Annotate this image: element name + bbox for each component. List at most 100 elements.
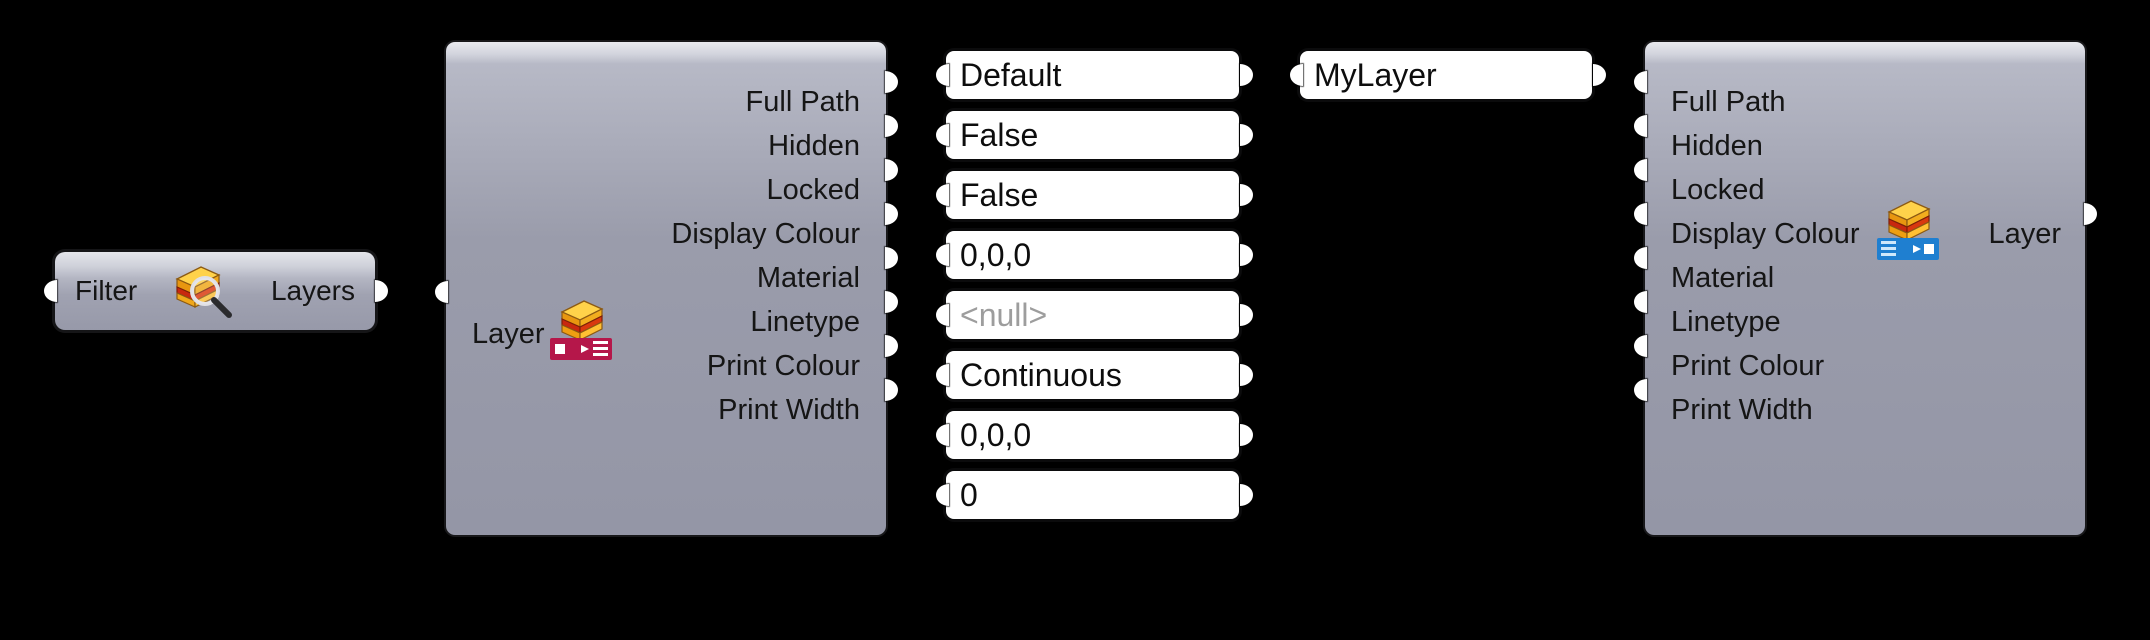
- port-in-panel-layer-name[interactable]: [1290, 64, 1303, 86]
- panel-locked[interactable]: False: [946, 171, 1239, 219]
- port-in-construct-material[interactable]: [1634, 247, 1647, 269]
- deconstruct-output-row: Locked: [446, 168, 886, 212]
- port-out-panel-linetype[interactable]: [1240, 364, 1253, 386]
- deconstruct-output-row: Print Colour: [446, 344, 886, 388]
- construct-input-label-hidden: Hidden: [1671, 129, 1763, 162]
- panel-value: <null>: [960, 297, 1048, 333]
- deconstruct-output-label-print-colour: Print Colour: [706, 349, 860, 382]
- construct-input-row: Locked: [1645, 168, 2085, 212]
- port-out-panel-hidden[interactable]: [1240, 124, 1253, 146]
- port-in-panel-display-colour[interactable]: [936, 244, 949, 266]
- deconstruct-output-label-linetype: Linetype: [750, 305, 860, 338]
- port-out-material[interactable]: [885, 247, 898, 269]
- construct-input-row: Full Path: [1645, 80, 2085, 124]
- port-in-construct-full-path[interactable]: [1634, 71, 1647, 93]
- deconstruct-output-label-print-width: Print Width: [718, 393, 860, 426]
- panel-hidden[interactable]: False: [946, 111, 1239, 159]
- port-out-panel-full-path[interactable]: [1240, 64, 1253, 86]
- port-out-panel-layer-name[interactable]: [1593, 64, 1606, 86]
- port-in-panel-full-path[interactable]: [936, 64, 949, 86]
- port-out-panel-locked[interactable]: [1240, 184, 1253, 206]
- panel-value: MyLayer: [1314, 57, 1437, 93]
- filter-input-label: Filter: [75, 275, 138, 306]
- construct-input-row: Print Width: [1645, 388, 2085, 432]
- deconstruct-output-label-full-path: Full Path: [745, 85, 860, 118]
- panel-full-path[interactable]: Default: [946, 51, 1239, 99]
- construct-input-row: Display Colour: [1645, 212, 2085, 256]
- port-out-full-path[interactable]: [885, 71, 898, 93]
- deconstruct-input-row: Layer: [446, 312, 886, 356]
- construct-input-label-print-colour: Print Colour: [1671, 349, 1825, 382]
- construct-input-row: Print Colour: [1645, 344, 2085, 388]
- construct-layer-icon: [1873, 197, 1945, 267]
- panel-layer-name[interactable]: MyLayer: [1300, 51, 1592, 99]
- deconstruct-output-row: Hidden: [446, 124, 886, 168]
- panel-value: 0,0,0: [960, 417, 1032, 453]
- port-out-panel-material[interactable]: [1240, 304, 1253, 326]
- construct-input-label-full-path: Full Path: [1671, 85, 1786, 118]
- port-in-panel-material[interactable]: [936, 304, 949, 326]
- deconstruct-output-label-material: Material: [756, 261, 860, 294]
- deconstruct-output-label-hidden: Hidden: [768, 129, 860, 162]
- port-out-linetype[interactable]: [885, 291, 898, 313]
- deconstruct-input-label-layer: Layer: [472, 317, 545, 350]
- component-deconstruct-layer[interactable]: Layer: [446, 42, 886, 535]
- deconstruct-output-label-display-colour: Display Colour: [671, 217, 860, 250]
- panel-value: 0: [960, 477, 978, 513]
- panel-material[interactable]: <null>: [946, 291, 1239, 339]
- filter-output-label: Layers: [270, 275, 355, 306]
- port-out-panel-print-colour[interactable]: [1240, 424, 1253, 446]
- port-out-hidden[interactable]: [885, 115, 898, 137]
- port-out-print-colour[interactable]: [885, 335, 898, 357]
- panel-value: False: [960, 117, 1039, 153]
- port-out-display-colour[interactable]: [885, 203, 898, 225]
- construct-input-label-locked: Locked: [1671, 173, 1765, 206]
- port-out-panel-display-colour[interactable]: [1240, 244, 1253, 266]
- deconstruct-output-row: Print Width: [446, 388, 886, 432]
- port-in-deconstruct-layer[interactable]: [435, 281, 448, 303]
- port-in-filter[interactable]: [44, 280, 57, 302]
- port-in-construct-print-colour[interactable]: [1634, 335, 1647, 357]
- construct-input-row: Linetype: [1645, 300, 2085, 344]
- port-in-panel-linetype[interactable]: [936, 364, 949, 386]
- panel-linetype[interactable]: Continuous: [946, 351, 1239, 399]
- construct-input-label-linetype: Linetype: [1671, 305, 1781, 338]
- port-out-panel-print-width[interactable]: [1240, 484, 1253, 506]
- port-in-construct-print-width[interactable]: [1634, 379, 1647, 401]
- port-in-construct-locked[interactable]: [1634, 159, 1647, 181]
- panel-value: Default: [960, 57, 1062, 93]
- port-out-locked[interactable]: [885, 159, 898, 181]
- construct-output-row: Layer: [1645, 212, 2085, 256]
- panel-value: 0,0,0: [960, 237, 1032, 273]
- port-in-construct-linetype[interactable]: [1634, 291, 1647, 313]
- port-in-panel-print-colour[interactable]: [936, 424, 949, 446]
- construct-input-label-material: Material: [1671, 261, 1775, 294]
- port-out-layers[interactable]: [375, 280, 388, 302]
- deconstruct-output-row: Linetype: [446, 300, 886, 344]
- port-out-print-width[interactable]: [885, 379, 898, 401]
- port-in-construct-display-colour[interactable]: [1634, 203, 1647, 225]
- deconstruct-layer-icon: [546, 297, 618, 367]
- port-out-construct-layer[interactable]: [2084, 203, 2097, 225]
- panel-value: Continuous: [960, 357, 1122, 393]
- component-layer-table[interactable]: Filter Layers: [55, 252, 375, 330]
- port-in-panel-locked[interactable]: [936, 184, 949, 206]
- panel-display-colour[interactable]: 0,0,0: [946, 231, 1239, 279]
- port-in-construct-hidden[interactable]: [1634, 115, 1647, 137]
- deconstruct-output-label-locked: Locked: [766, 173, 860, 206]
- component-construct-layer[interactable]: Full Path Hidden Locked Display Colour M…: [1645, 42, 2085, 535]
- panel-value: False: [960, 177, 1039, 213]
- construct-input-label-display-colour: Display Colour: [1671, 217, 1860, 250]
- deconstruct-output-row: Material: [446, 256, 886, 300]
- construct-input-row: Material: [1645, 256, 2085, 300]
- panel-print-width[interactable]: 0: [946, 471, 1239, 519]
- deconstruct-output-row: Full Path: [446, 80, 886, 124]
- port-in-panel-print-width[interactable]: [936, 484, 949, 506]
- construct-input-row: Hidden: [1645, 124, 2085, 168]
- construct-output-label-layer: Layer: [1988, 217, 2061, 250]
- construct-input-label-print-width: Print Width: [1671, 393, 1813, 426]
- port-in-panel-hidden[interactable]: [936, 124, 949, 146]
- panel-print-colour[interactable]: 0,0,0: [946, 411, 1239, 459]
- deconstruct-output-row: Display Colour: [446, 212, 886, 256]
